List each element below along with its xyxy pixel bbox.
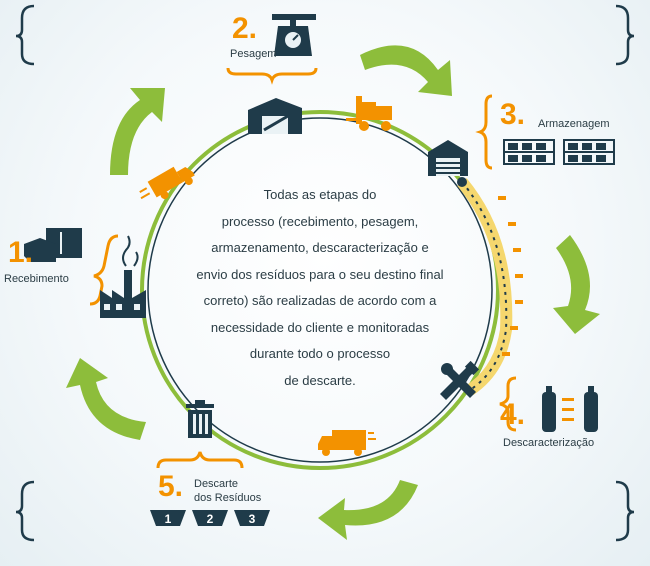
step-1-label: Recebimento xyxy=(4,273,69,285)
bins-icon xyxy=(150,510,270,526)
delivery-truck-top-left-icon xyxy=(139,166,195,200)
warehouse-icon xyxy=(248,98,302,134)
corner-bracket-bottom-left xyxy=(15,480,35,542)
shelving-boxes xyxy=(508,143,606,162)
tools-icon xyxy=(440,360,480,400)
green-arrow-bottom-icon xyxy=(318,480,418,540)
forklift-icon xyxy=(346,96,392,131)
center-text-line: correto) são realizadas de acordo com a xyxy=(203,293,437,308)
center-text-line: processo (recebimento, pesagem, xyxy=(221,213,419,229)
factory-icon xyxy=(100,270,146,318)
conveyor-belt xyxy=(457,177,513,395)
green-arrow-top-left-icon xyxy=(110,88,165,175)
step-5-label-line1: Descarte xyxy=(194,478,239,490)
storage-building-icon xyxy=(428,140,468,176)
step-3-label: Armazenagem xyxy=(538,118,610,130)
bin-3-label: 3 xyxy=(249,512,256,526)
process-circle xyxy=(140,110,500,470)
step-5-number: 5. xyxy=(158,470,184,503)
corner-bracket-top-right xyxy=(615,4,635,66)
center-text-line: envio dos resíduos para o seu destino fi… xyxy=(196,266,444,282)
cylinder-arrows xyxy=(562,398,574,421)
hand-box-icon xyxy=(24,228,82,262)
bracket-descarte xyxy=(156,451,244,469)
step-4-number: 4. xyxy=(500,398,526,431)
step-3-number: 3. xyxy=(500,98,526,131)
center-text-line: durante todo o processo xyxy=(249,346,391,361)
factory-smoke xyxy=(122,235,131,267)
scale-icon xyxy=(272,14,316,56)
process-circle-inner xyxy=(147,117,493,463)
bin-1-label: 1 xyxy=(165,512,172,526)
center-text-line: de descarte. xyxy=(284,372,356,388)
corner-bracket-bottom-right xyxy=(615,480,635,542)
center-text-line: armazenamento, descaracterização e xyxy=(211,240,429,255)
green-arrow-right-icon xyxy=(553,235,600,334)
step-1-number: 1. xyxy=(8,236,34,269)
bin-2-label: 2 xyxy=(207,512,214,526)
center-text-line: Todas as etapas do xyxy=(263,187,377,202)
step-5-label-line2: dos Resíduos xyxy=(194,492,262,504)
conveyor-packages xyxy=(498,196,523,356)
bracket-descaracterizacao xyxy=(499,376,517,432)
bracket-recebimento xyxy=(89,234,119,306)
center-text-line: necessidade do cliente e monitoradas xyxy=(210,319,430,335)
trash-can-icon xyxy=(186,400,214,438)
corner-bracket-top-left xyxy=(15,4,35,66)
step-2-number: 2. xyxy=(232,12,258,45)
center-description: Todas as etapas do processo (recebimento… xyxy=(185,182,455,394)
green-arrow-left-icon xyxy=(66,358,146,440)
shelving-icon xyxy=(503,139,615,165)
green-arrow-top-right-icon xyxy=(360,45,452,96)
cylinder-icon xyxy=(542,386,598,432)
bracket-armazenagem xyxy=(475,94,493,170)
step-2-label: Pesagem xyxy=(230,48,277,60)
step-4-label: Descaracterização xyxy=(503,437,595,449)
bracket-pesagem xyxy=(226,67,318,85)
delivery-truck-bottom-icon xyxy=(318,430,376,456)
